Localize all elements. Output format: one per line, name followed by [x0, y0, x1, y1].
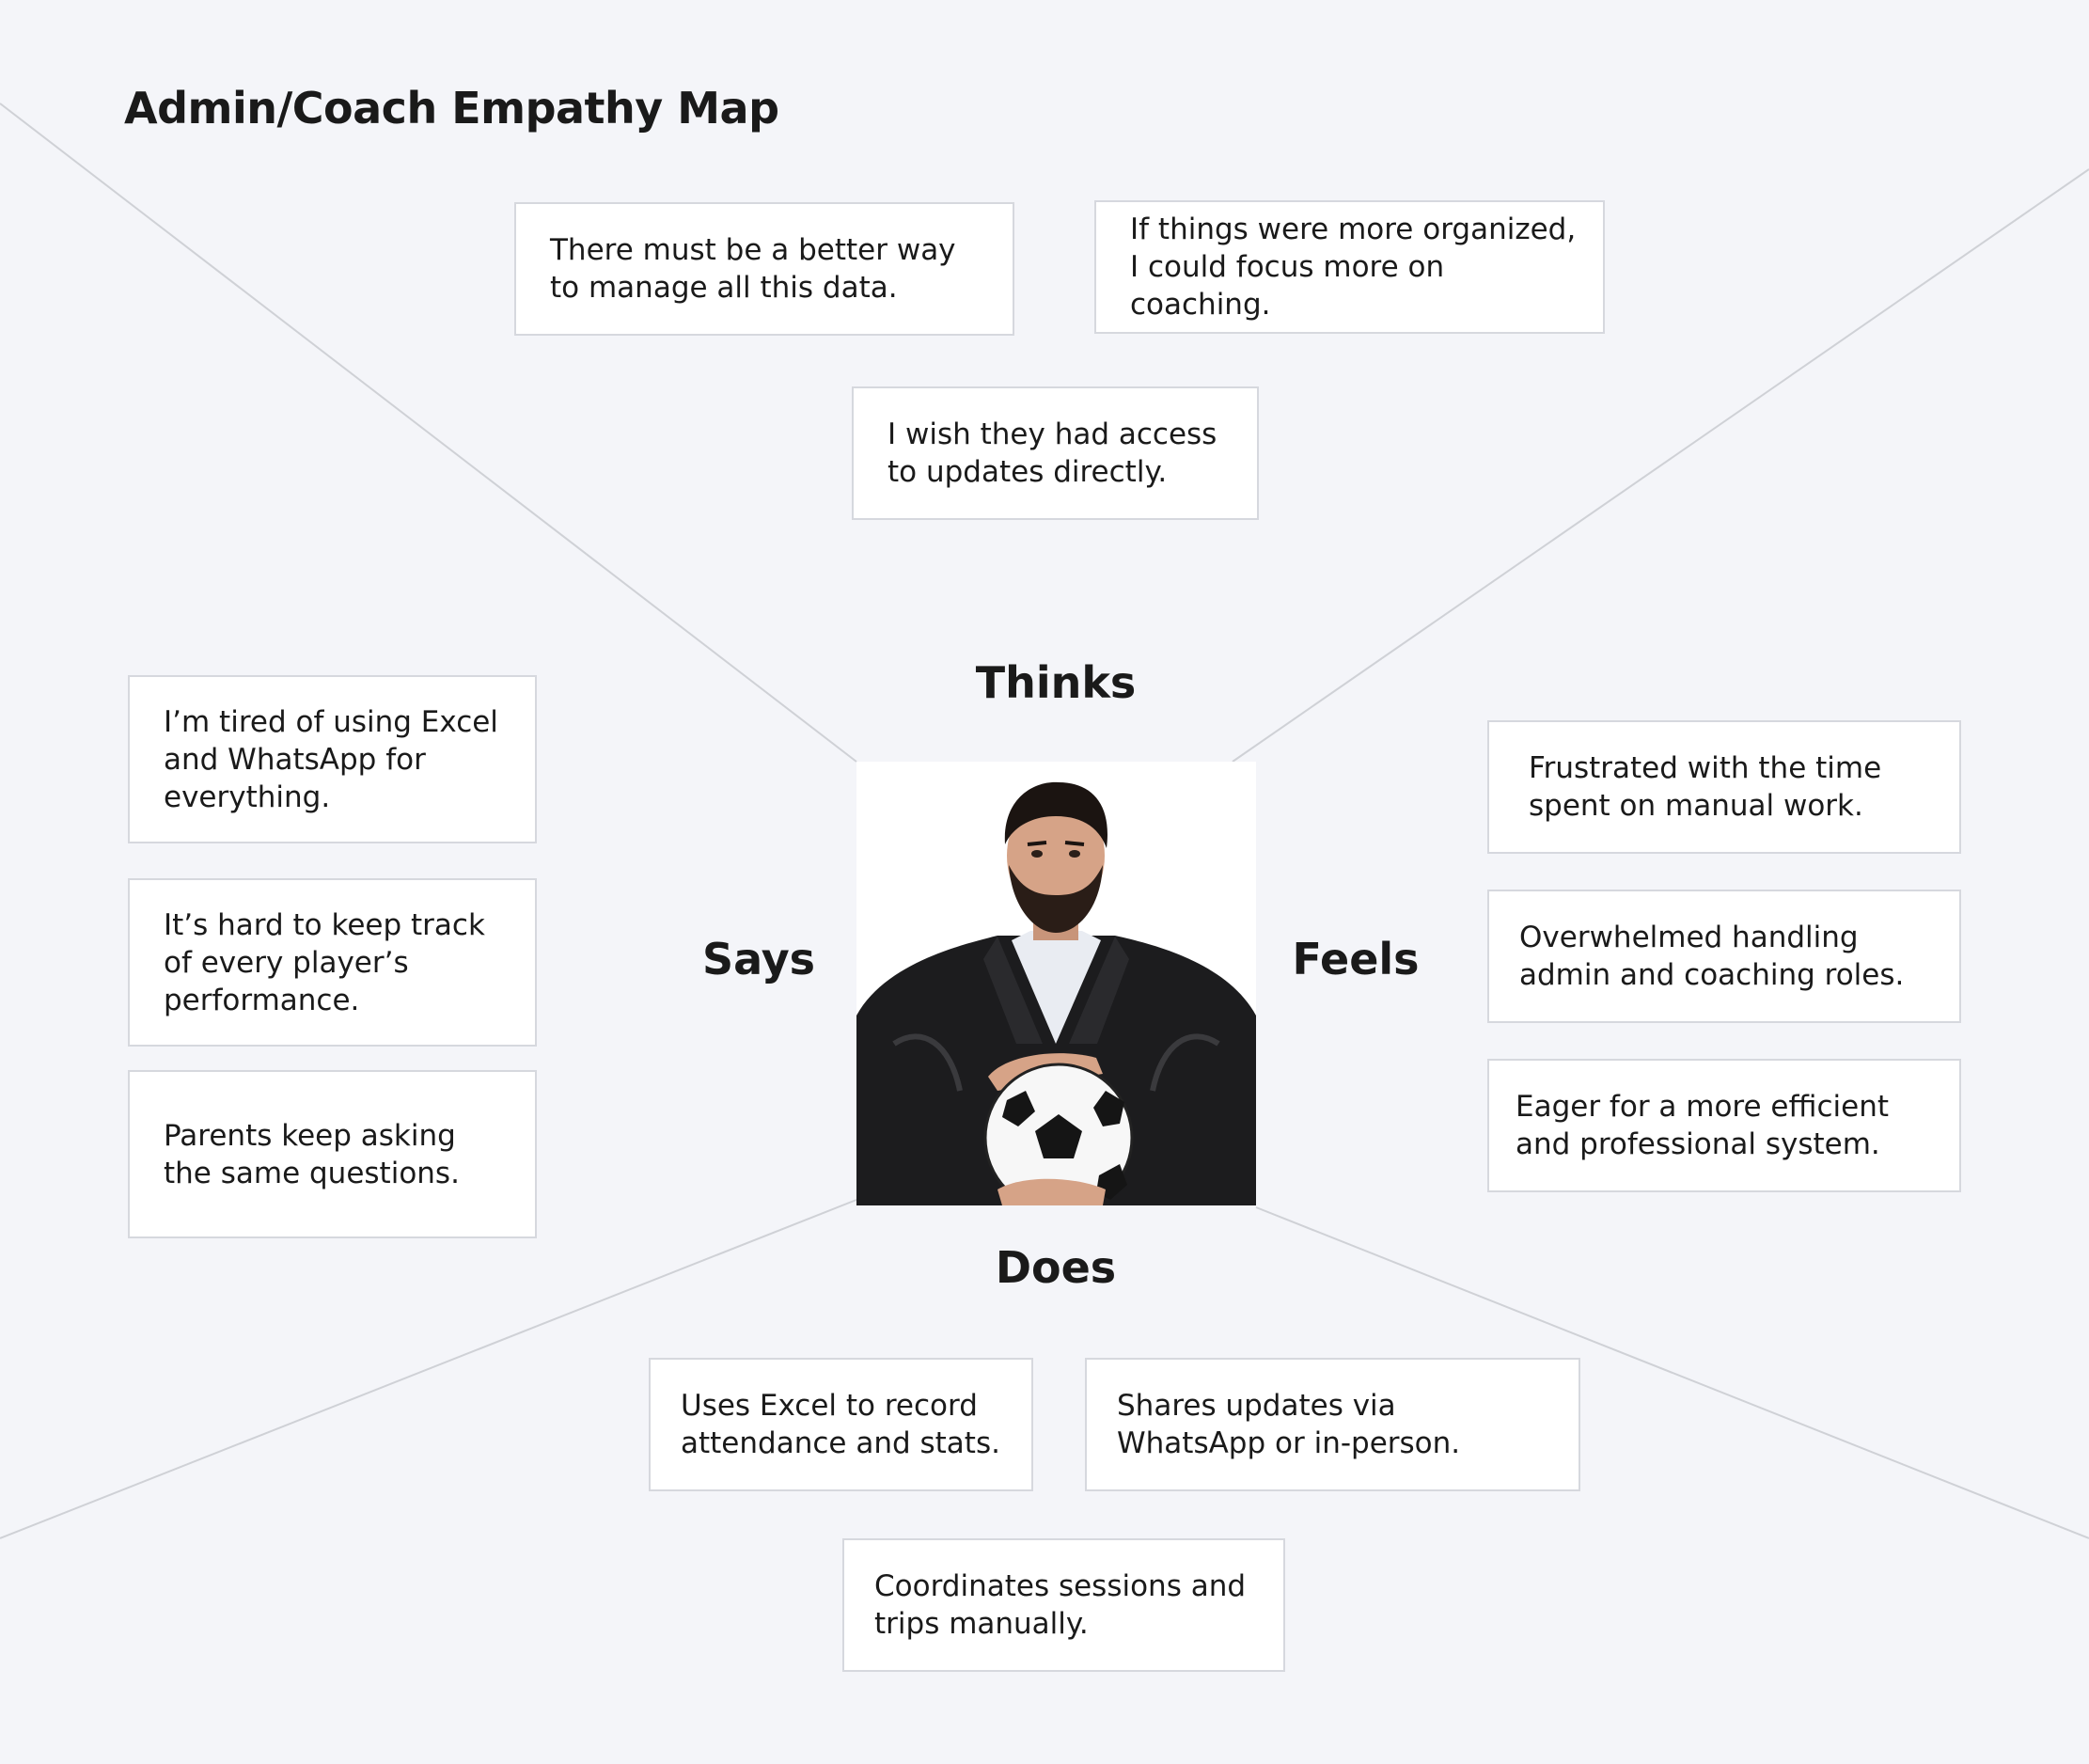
does-card-text: Coordinates sessions and trips manually. — [874, 1569, 1247, 1641]
thinks-card-text: There must be a better way to manage all… — [550, 233, 956, 305]
says-card-text: Parents keep asking the same questions. — [164, 1118, 460, 1190]
feels-card: Overwhelmed handling admin and coaching … — [1487, 890, 1961, 1023]
feels-card-text: Frustrated with the time spent on manual… — [1529, 751, 1882, 823]
divider-line-bottom-right — [1255, 1206, 2089, 1539]
quadrant-label-says: Says — [701, 934, 816, 984]
says-card-text: I’m tired of using Excel and WhatsApp fo… — [164, 704, 498, 814]
divider-line-top-left — [0, 102, 857, 763]
says-card: I’m tired of using Excel and WhatsApp fo… — [128, 675, 537, 843]
page-title: Admin/Coach Empathy Map — [124, 83, 779, 134]
divider-line-top-right — [1232, 168, 2089, 763]
does-card-text: Uses Excel to record attendance and stat… — [681, 1389, 1000, 1460]
quadrant-label-feels: Feels — [1292, 934, 1420, 984]
persona-photo — [856, 762, 1256, 1205]
does-card: Coordinates sessions and trips manually. — [842, 1538, 1285, 1672]
coach-with-soccer-ball-illustration — [856, 781, 1256, 1205]
does-card: Uses Excel to record attendance and stat… — [649, 1358, 1033, 1491]
thinks-card-text: I wish they had access to updates direct… — [887, 417, 1217, 489]
does-card-text: Shares updates via WhatsApp or in-person… — [1117, 1389, 1461, 1460]
feels-card-text: Eager for a more efficient and professio… — [1516, 1090, 1889, 1161]
quadrant-label-does: Does — [995, 1242, 1117, 1293]
thinks-card: I wish they had access to updates direct… — [852, 386, 1259, 520]
says-card: Parents keep asking the same questions. — [128, 1070, 537, 1238]
divider-line-bottom-left — [0, 1199, 857, 1539]
says-card: It’s hard to keep track of every player’… — [128, 878, 537, 1047]
thinks-card: There must be a better way to manage all… — [514, 202, 1014, 336]
says-card-text: It’s hard to keep track of every player’… — [164, 907, 485, 1017]
feels-card: Eager for a more efficient and professio… — [1487, 1059, 1961, 1192]
thinks-card: If things were more organized, I could f… — [1094, 200, 1605, 334]
feels-card: Frustrated with the time spent on manual… — [1487, 720, 1961, 854]
feels-card-text: Overwhelmed handling admin and coaching … — [1519, 921, 1905, 992]
thinks-card-text: If things were more organized, I could f… — [1130, 213, 1577, 322]
quadrant-label-thinks: Thinks — [975, 657, 1137, 708]
does-card: Shares updates via WhatsApp or in-person… — [1085, 1358, 1580, 1491]
